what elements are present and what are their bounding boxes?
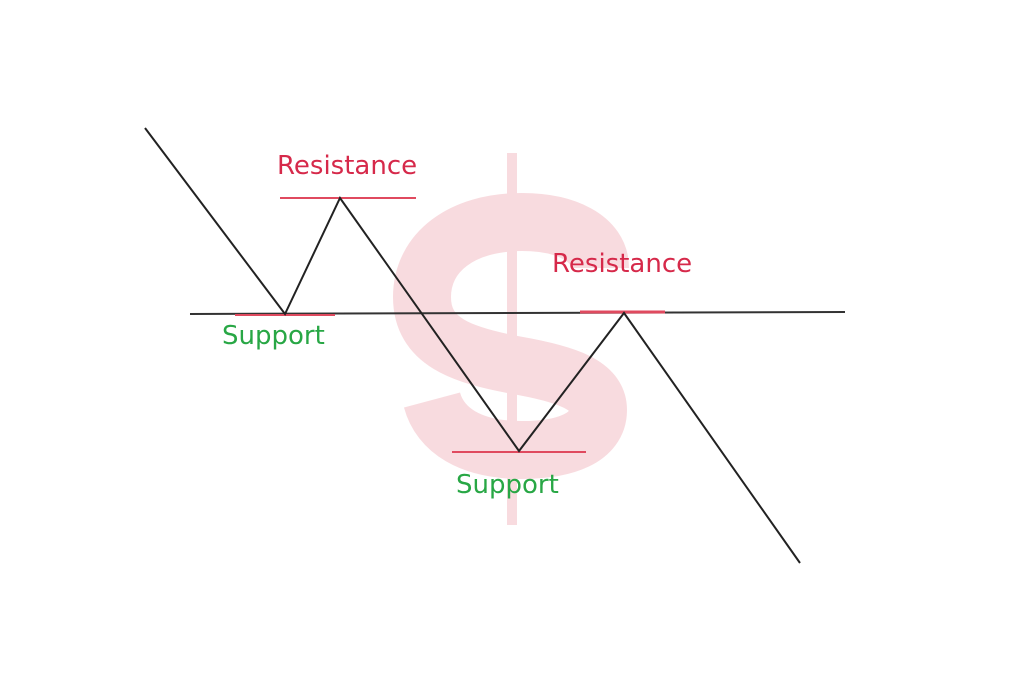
support-label-1: Support xyxy=(222,321,325,351)
key-level-line xyxy=(189,311,846,315)
resistance-label-2: Resistance xyxy=(552,249,693,279)
resistance-label-1: Resistance xyxy=(277,151,418,181)
dollar-sign-watermark-icon xyxy=(392,153,629,525)
price-path-line xyxy=(144,127,801,564)
support-label-2: Support xyxy=(456,470,559,500)
